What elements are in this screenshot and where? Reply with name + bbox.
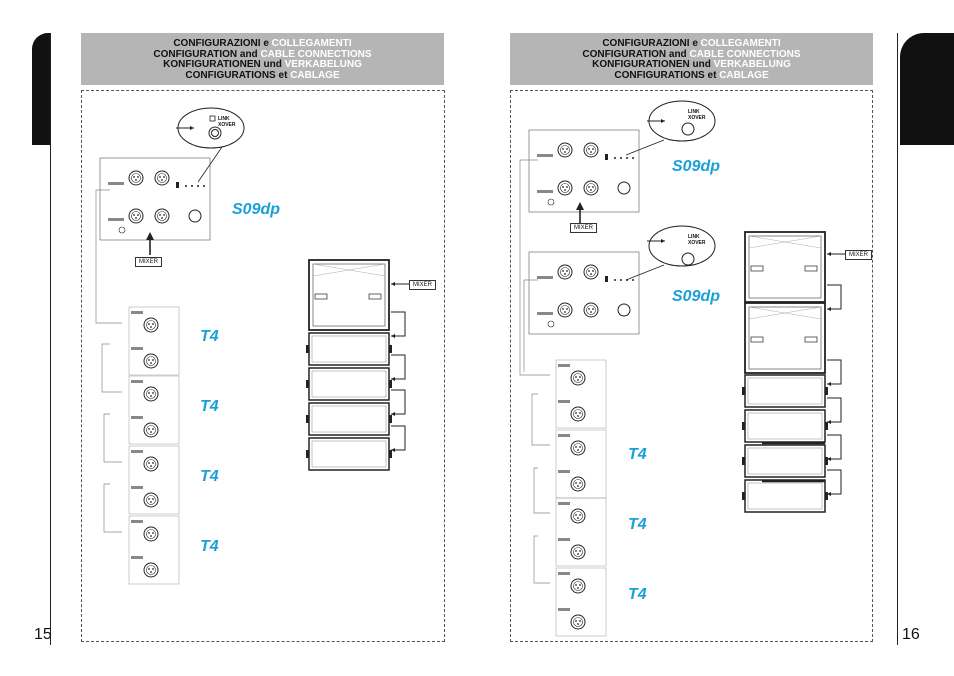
- header-line-2: CONFIGURATION and CABLE CONNECTIONS: [582, 48, 801, 60]
- header-line-3: KONFIGURATIONEN und VERKABELUNG: [163, 59, 362, 70]
- mixer-label-right-stack: MIXER: [845, 250, 873, 260]
- header-line-1: CONFIGURAZIONI e COLLEGAMENTI: [602, 38, 781, 49]
- header-line-4: CONFIGURATIONS et CABLAGE: [185, 69, 340, 81]
- brand-t4-left-4: T4: [200, 538, 219, 555]
- brand-t4-right-1: T4: [628, 446, 647, 463]
- page-tab-left: [32, 33, 50, 145]
- page-number-left: 15: [34, 626, 52, 643]
- page-rule-right: [897, 33, 898, 645]
- page-number-right: 16: [902, 626, 920, 643]
- mixer-label-left-stack: MIXER: [409, 280, 437, 290]
- header-right: CONFIGURAZIONI e COLLEGAMENTI CONFIGURAT…: [510, 33, 873, 85]
- header-line-1: CONFIGURAZIONI e COLLEGAMENTI: [173, 38, 352, 49]
- mixer-label-left: MIXER: [135, 257, 163, 267]
- diagram-frame-left: [81, 90, 445, 642]
- brand-s09dp-left: S09dp: [232, 201, 281, 218]
- brand-s09dp-right-2: S09dp: [672, 288, 721, 305]
- brand-t4-left-1: T4: [200, 328, 219, 345]
- header-left: CONFIGURAZIONI e COLLEGAMENTI CONFIGURAT…: [81, 33, 444, 85]
- header-line-3: KONFIGURATIONEN und VERKABELUNG: [592, 59, 791, 70]
- brand-s09dp-right-1: S09dp: [672, 158, 721, 175]
- header-line-2: CONFIGURATION and CABLE CONNECTIONS: [153, 48, 372, 60]
- diagram-frame-right: [510, 90, 873, 642]
- brand-t4-right-3: T4: [628, 586, 647, 603]
- page-tab-right: [900, 33, 954, 145]
- header-line-4: CONFIGURATIONS et CABLAGE: [614, 69, 769, 81]
- brand-t4-left-2: T4: [200, 398, 219, 415]
- mixer-label-right: MIXER: [570, 223, 598, 233]
- page-rule-left: [50, 33, 51, 645]
- brand-t4-left-3: T4: [200, 468, 219, 485]
- brand-t4-right-2: T4: [628, 516, 647, 533]
